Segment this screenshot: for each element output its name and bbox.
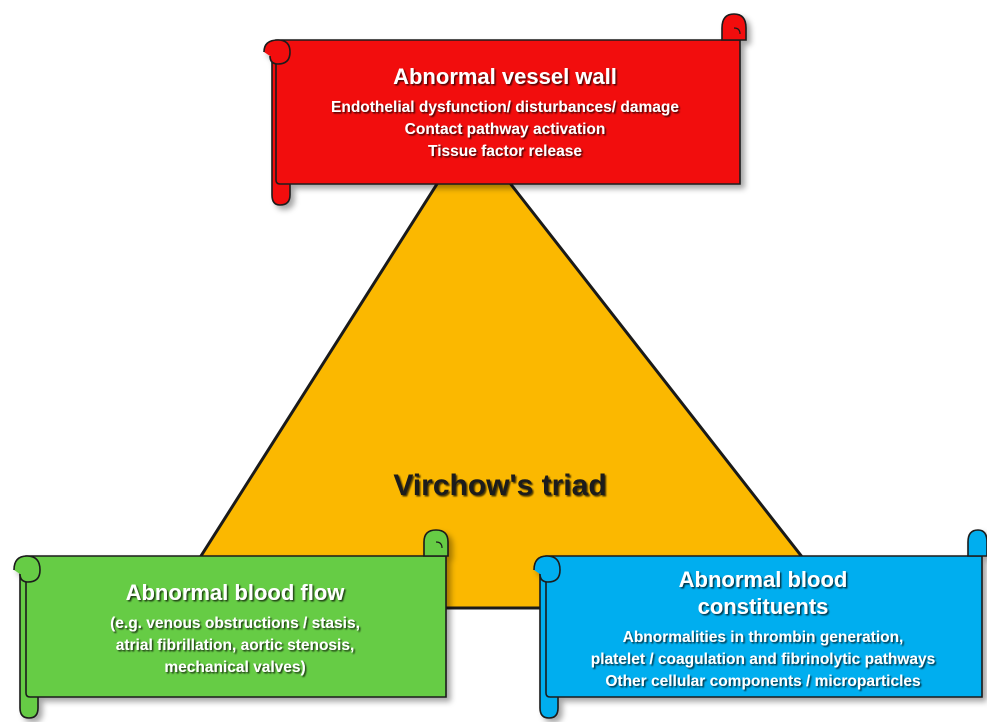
blood-flow-title: Abnormal blood flow [126, 580, 346, 605]
vessel-wall-title: Abnormal vessel wall [393, 64, 617, 89]
vessel-wall-line-3: Tissue factor release [428, 143, 582, 160]
blood-constituents-line-1: Abnormalities in thrombin generation, [623, 629, 904, 646]
blood-flow-line-1: (e.g. venous obstructions / stasis, [110, 615, 360, 632]
blood-constituents-line-3: Other cellular components / microparticl… [605, 673, 920, 690]
triad-triangle [168, 132, 842, 608]
vessel-wall-line-1: Endothelial dysfunction/ disturbances/ d… [331, 99, 679, 116]
blood-flow-line-2: atrial fibrillation, aortic stenosis, [116, 637, 355, 654]
center-title: Virchow's triad [393, 469, 606, 502]
blood-constituents-title-1: Abnormal blood [679, 567, 848, 592]
vessel-wall-line-2: Contact pathway activation [405, 121, 606, 138]
blood-flow-line-3: mechanical valves) [164, 659, 305, 676]
blood-constituents-title-2: constituents [698, 594, 829, 619]
blood-constituents-line-2: platelet / coagulation and fibrinolytic … [591, 651, 936, 668]
